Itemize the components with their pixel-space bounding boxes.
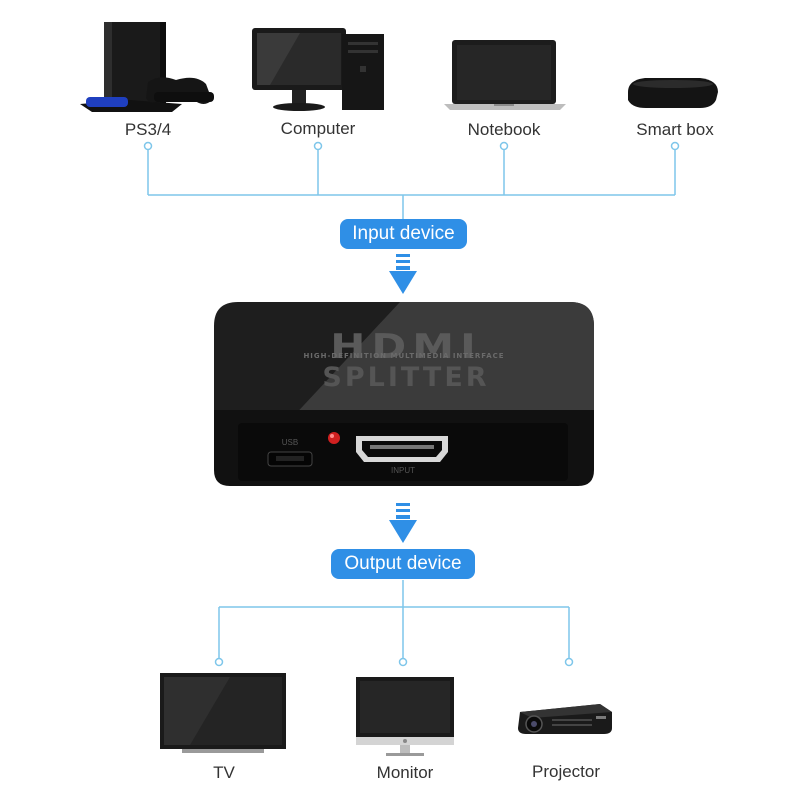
- device-label-tv: TV: [213, 763, 235, 782]
- device-label-smart-box: Smart box: [636, 120, 714, 139]
- input-device-pill: Input device: [340, 219, 467, 249]
- device-label-notebook: Notebook: [467, 120, 541, 139]
- output-device-pill: Output device: [331, 549, 475, 579]
- splitter-brand: HDMI: [330, 326, 482, 367]
- input-port-label: INPUT: [391, 466, 415, 475]
- device-label-monitor: Monitor: [376, 763, 434, 782]
- splitter-brand-subtitle: HIGH-DEFINITION MULTIMEDIA INTERFACE: [303, 352, 505, 360]
- device-label-projector: Projector: [531, 762, 601, 781]
- splitter-product-name: SPLITTER: [322, 362, 490, 393]
- device-label-ps34: PS3/4: [124, 120, 172, 139]
- usb-port-label: USB: [281, 438, 299, 447]
- device-label-computer: Computer: [280, 119, 356, 138]
